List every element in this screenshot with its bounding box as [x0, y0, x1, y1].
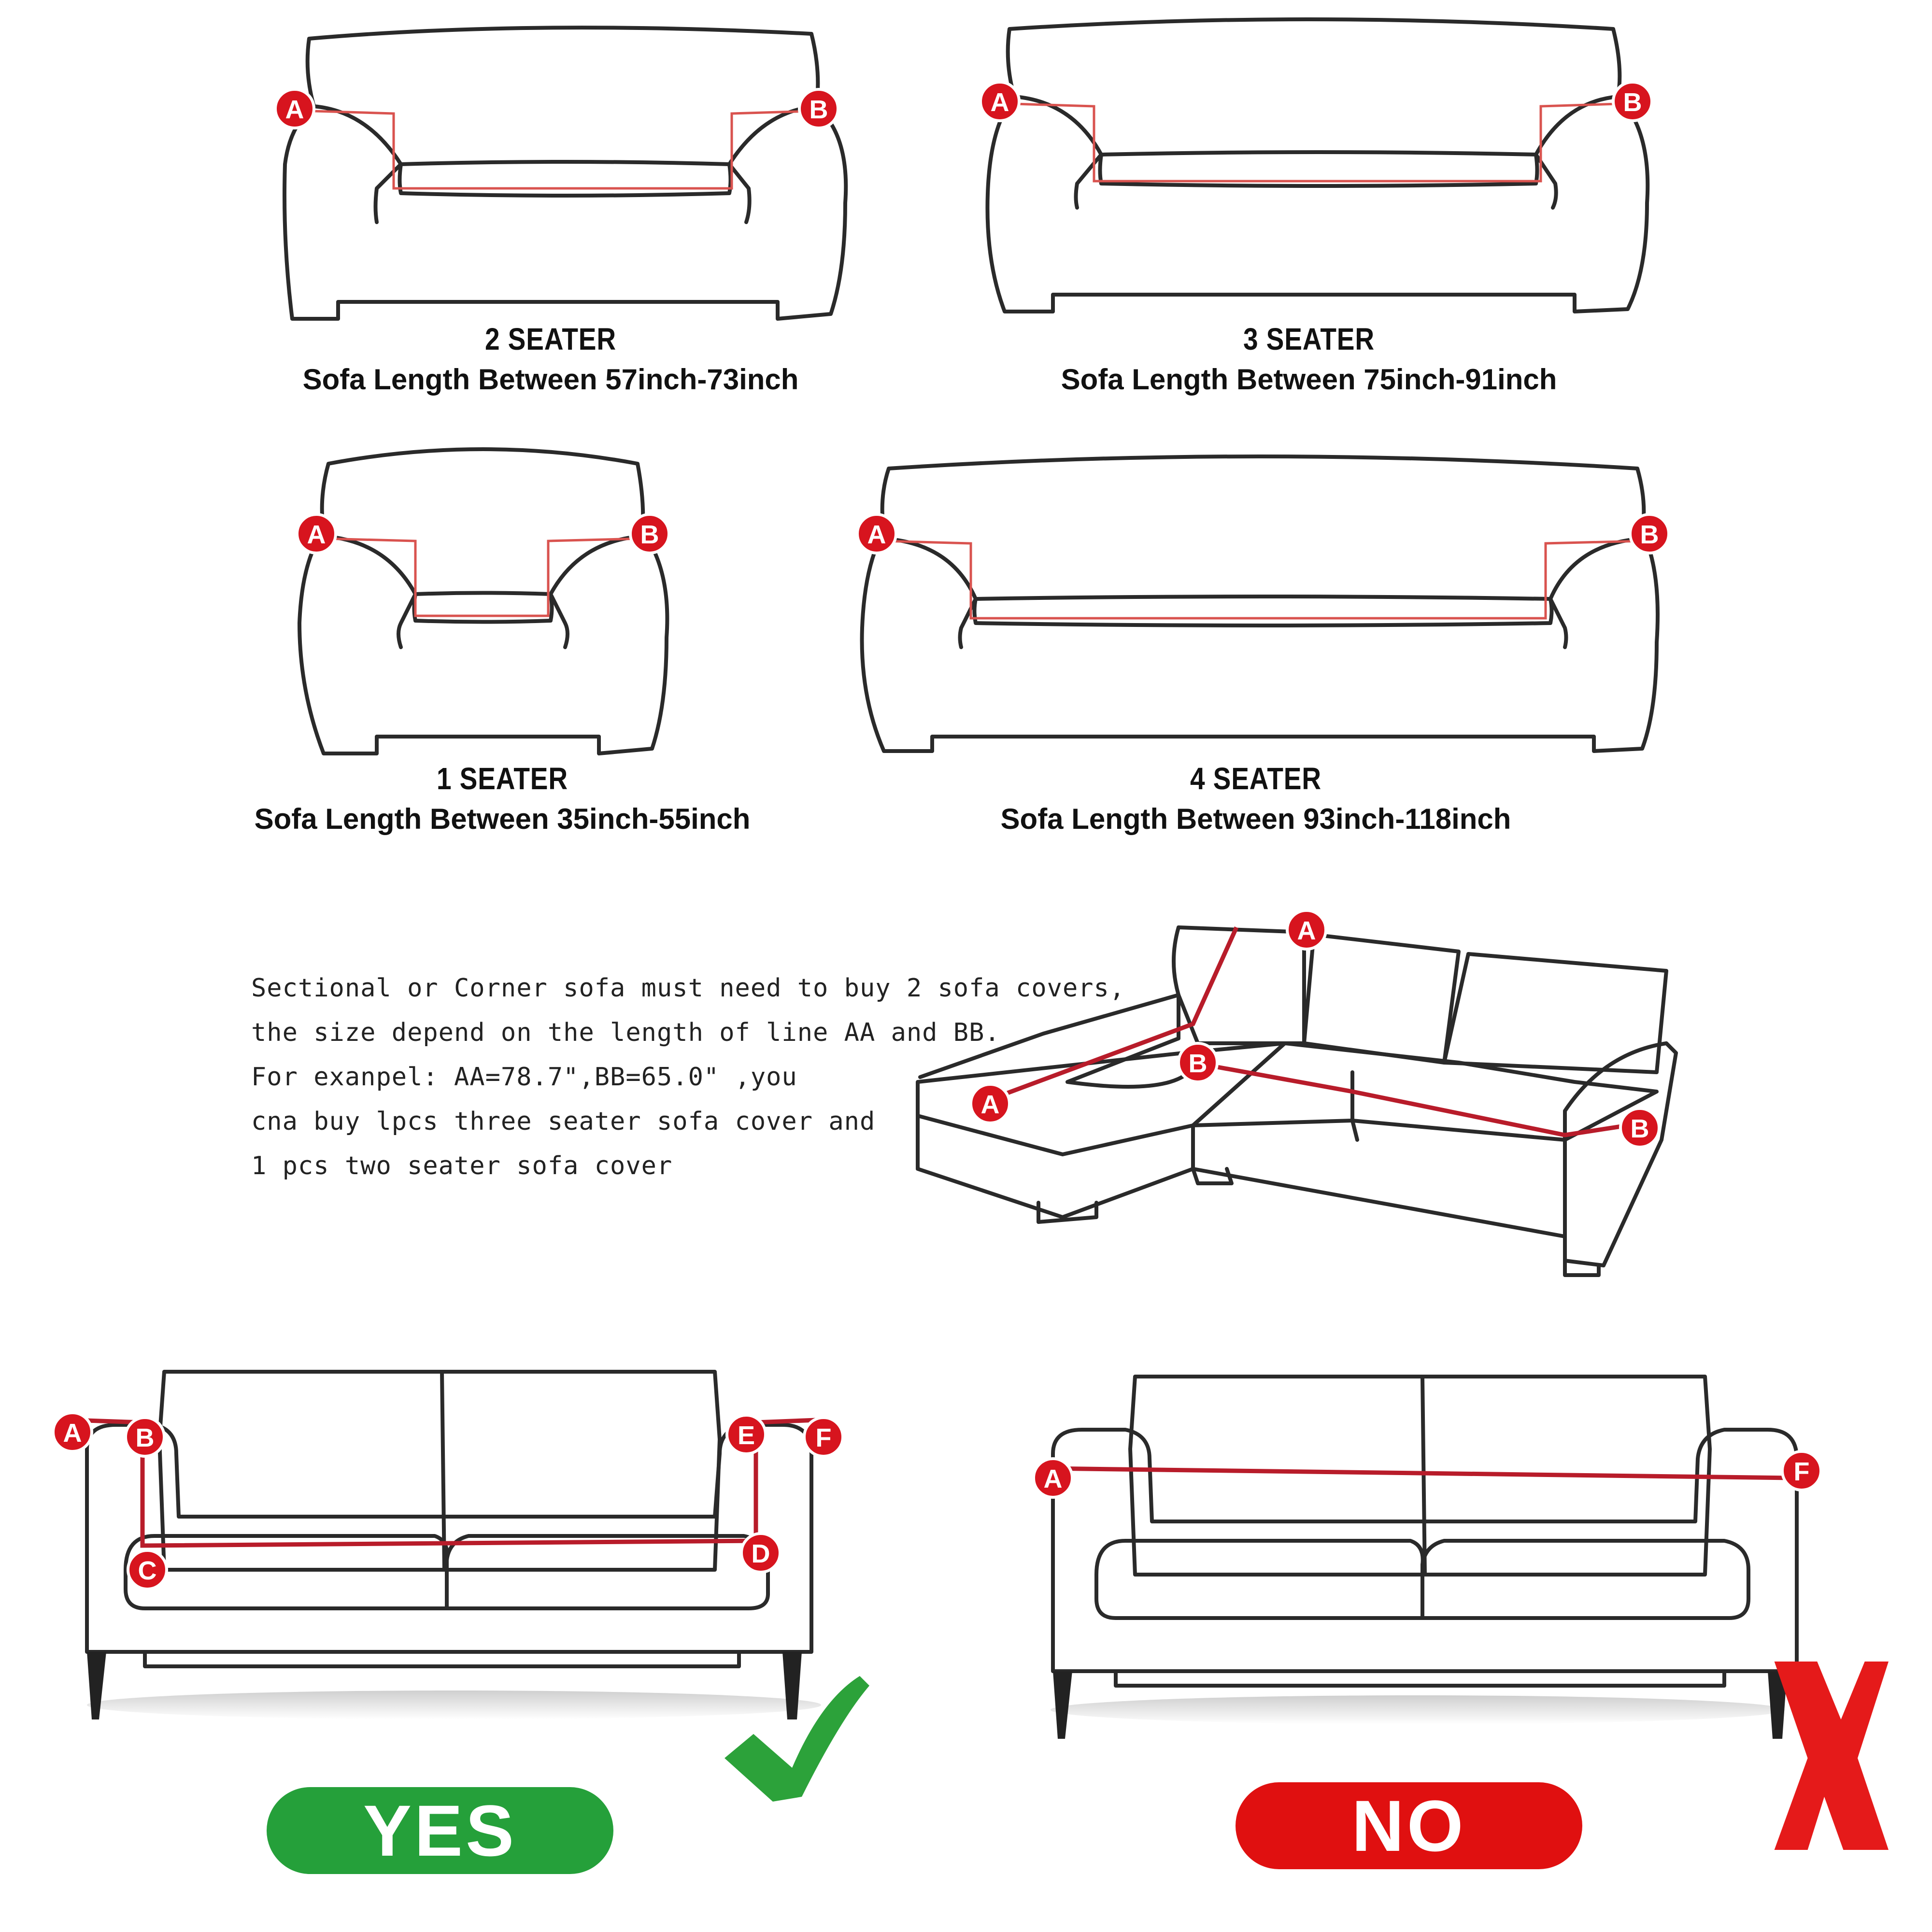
- caption-1-seater: 1 SEATER Sofa Length Between 35inch-55in…: [251, 761, 753, 836]
- marker-letter: B: [1631, 1114, 1649, 1143]
- one-seater-sofa: [298, 447, 669, 755]
- marker-letter: A: [991, 88, 1009, 117]
- note-line: the size depend on the length of line AA…: [251, 1018, 1000, 1047]
- marker-a: A: [296, 513, 337, 554]
- marker-letter: A: [307, 520, 326, 549]
- note-line: 1 pcs two seater sofa cover: [251, 1151, 673, 1180]
- sofa-size-title: 4 SEATER: [1190, 761, 1321, 796]
- marker-a: A: [274, 88, 315, 129]
- marker-b: B: [798, 88, 839, 129]
- two-seater-sofa: [283, 26, 848, 321]
- marker-letter: A: [63, 1419, 82, 1448]
- marker-letter: B: [810, 95, 828, 124]
- marker-a: A: [969, 1083, 1011, 1124]
- sofa-length-range: Sofa Length Between 57inch-73inch: [302, 363, 799, 396]
- sofa-size-title: 3 SEATER: [1243, 322, 1375, 356]
- marker-letter: C: [138, 1556, 157, 1585]
- marker-letter: A: [1044, 1464, 1063, 1493]
- four-seater-sofa: [860, 455, 1660, 753]
- no-label: NO: [1236, 1782, 1582, 1869]
- marker-letter: A: [981, 1090, 1000, 1119]
- sofa-size-title: 2 SEATER: [485, 322, 616, 356]
- marker-letter: A: [867, 520, 886, 549]
- marker-letter: B: [1189, 1049, 1208, 1078]
- marker-letter: F: [816, 1423, 832, 1452]
- marker-d: D: [740, 1532, 781, 1574]
- marker-a: A: [856, 513, 897, 554]
- incorrect-measuring-sofa: [1045, 1375, 1799, 1739]
- marker-b: B: [1177, 1042, 1219, 1083]
- marker-b: B: [629, 513, 670, 554]
- marker-letter: F: [1794, 1457, 1810, 1486]
- caption-3-seater: 3 SEATER Sofa Length Between 75inch-91in…: [1034, 321, 1584, 396]
- cross-x-icon: [1774, 1662, 1889, 1850]
- marker-a: A: [1032, 1457, 1074, 1499]
- caption-4-seater: 4 SEATER Sofa Length Between 93inch-118i…: [985, 761, 1526, 836]
- sofa-length-range: Sofa Length Between 75inch-91inch: [1061, 363, 1557, 396]
- check-mark-icon: [724, 1676, 869, 1802]
- marker-letter: E: [738, 1421, 755, 1450]
- note-line: For exanpel: AA=78.7",BB=65.0" ,you: [251, 1063, 797, 1092]
- marker-b: B: [1612, 81, 1653, 122]
- marker-letter: A: [285, 95, 304, 124]
- caption-2-seater: 2 SEATER Sofa Length Between 57inch-73in…: [290, 321, 811, 396]
- marker-a: A: [52, 1411, 93, 1453]
- note-line: cna buy lpcs three seater sofa cover and: [251, 1107, 876, 1136]
- three-seater-sofa: [985, 17, 1650, 313]
- yes-label: YES: [267, 1787, 613, 1874]
- marker-a: A: [1286, 909, 1327, 951]
- marker-letter: A: [1297, 916, 1316, 945]
- correct-measuring-sofa: [72, 1370, 821, 1719]
- marker-b: B: [1619, 1107, 1661, 1149]
- marker-a: A: [979, 81, 1021, 122]
- sofa-size-title: 1 SEATER: [437, 761, 568, 796]
- marker-f: F: [803, 1416, 844, 1458]
- note-line: Sectional or Corner sofa must need to bu…: [251, 974, 1125, 1003]
- marker-letter: B: [136, 1423, 155, 1452]
- sectional-sofa-note: Sectional or Corner sofa must need to bu…: [251, 966, 1125, 1188]
- marker-f: F: [1781, 1450, 1822, 1492]
- marker-b: B: [1629, 513, 1670, 554]
- marker-letter: B: [1640, 520, 1659, 549]
- sofa-length-range: Sofa Length Between 35inch-55inch: [254, 803, 751, 835]
- sofa-length-range: Sofa Length Between 93inch-118inch: [1000, 803, 1511, 835]
- marker-c: C: [127, 1549, 168, 1591]
- marker-letter: D: [752, 1539, 770, 1568]
- measurement-markers: A B A B A B A B A A B B A B C D E F A F: [52, 81, 1822, 1591]
- marker-e: E: [725, 1414, 767, 1455]
- marker-b: B: [124, 1416, 166, 1458]
- marker-letter: B: [1623, 88, 1642, 117]
- marker-letter: B: [640, 520, 659, 549]
